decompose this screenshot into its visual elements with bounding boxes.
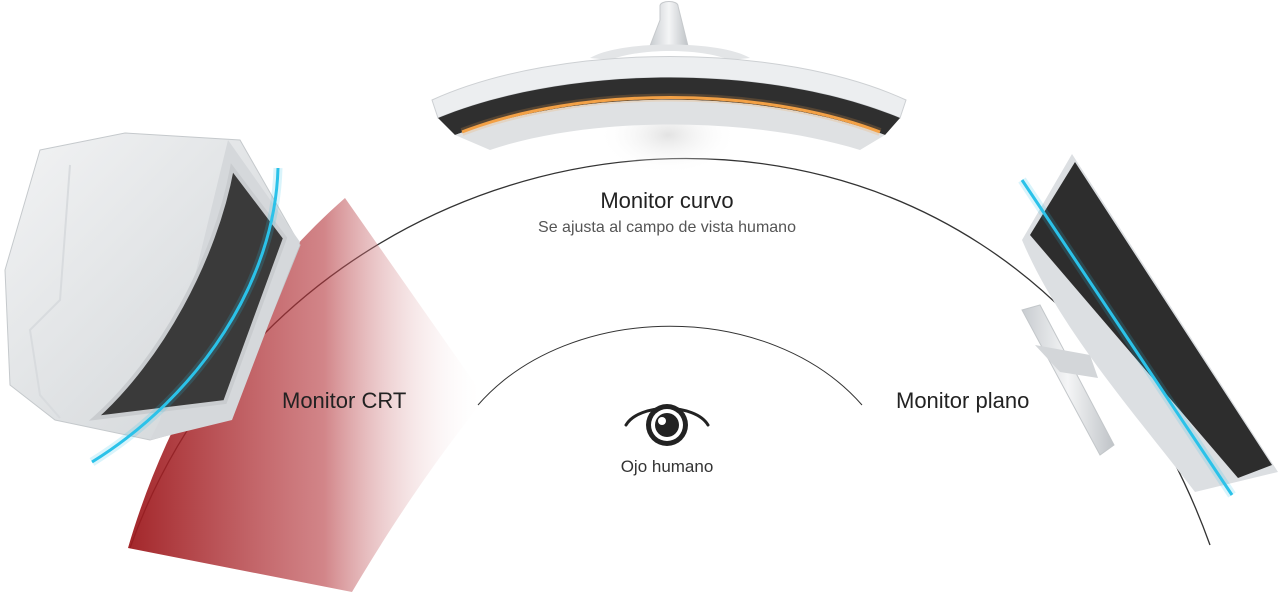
eye-vision-arc — [477, 325, 863, 406]
flat-blue-highlight — [1020, 179, 1234, 496]
eye-icon — [624, 404, 710, 446]
flat-monitor-illustration — [1021, 154, 1278, 492]
curved-monitor-illustration — [431, 1, 907, 175]
crt-monitor-title: Monitor CRT — [282, 388, 407, 413]
curved-monitor-screen — [438, 77, 900, 135]
curved-monitor-subtitle: Se ajusta al campo de vista humano — [538, 219, 796, 236]
flat-monitor-title: Monitor plano — [896, 388, 1030, 413]
crt-field-wedge — [128, 198, 485, 592]
curved-orange-highlight — [461, 96, 881, 134]
curved-monitor-title: Monitor curvo — [600, 188, 734, 213]
flat-monitor-screen — [1030, 162, 1272, 478]
crt-screen — [88, 163, 288, 421]
human-eye-label: Ojo humano — [620, 457, 714, 476]
crt-blue-highlight — [91, 167, 280, 464]
crt-monitor-illustration — [4, 132, 301, 441]
